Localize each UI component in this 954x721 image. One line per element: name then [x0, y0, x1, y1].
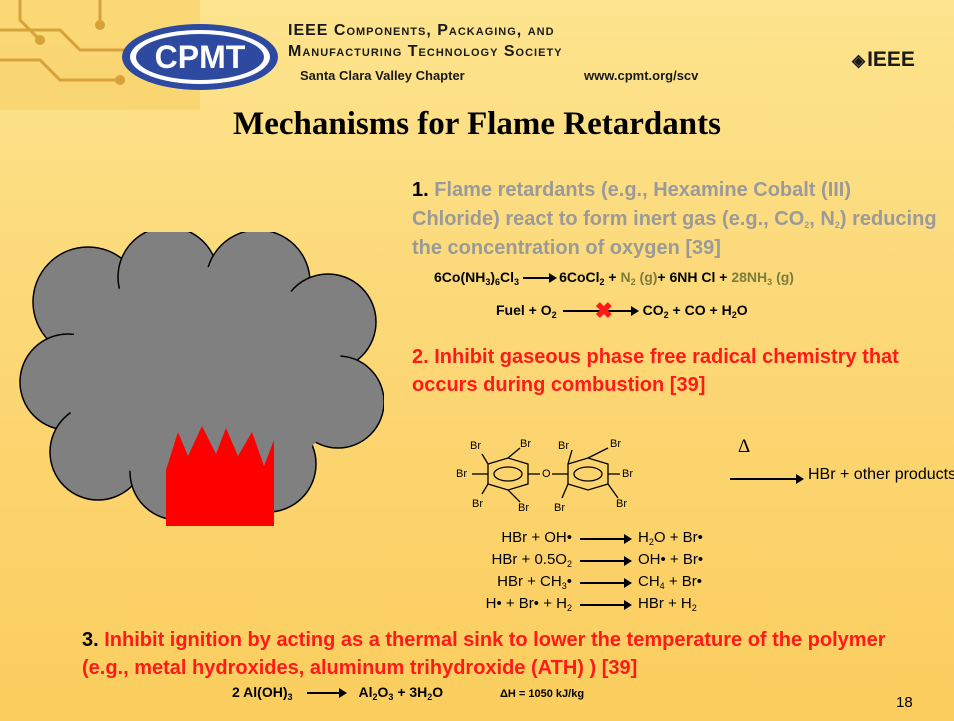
ieee-logo: ◈IEEE	[852, 48, 915, 71]
reaction-arrow-icon	[580, 578, 632, 588]
reaction-arrow-icon	[580, 556, 632, 566]
reaction-arrow-icon	[306, 688, 347, 699]
slide-title: Mechanisms for Flame Retardants	[233, 106, 721, 142]
ieee-diamond-icon: ◈	[852, 51, 866, 70]
mechanism-1-text: 1. Flame retardants (e.g., Hexamine Coba…	[412, 179, 937, 259]
org-name-line2: Manufacturing Technology Society	[288, 43, 563, 60]
blocked-reaction-arrow-icon: ✖	[562, 298, 639, 323]
reaction-row: HBr + OH• H2O + Br•	[501, 529, 703, 547]
reaction-row: HBr + CH3• CH4 + Br•	[497, 573, 703, 591]
page-number: 18	[896, 694, 913, 711]
reaction-arrow-icon	[580, 534, 632, 544]
reaction-row: H• + Br• + H2 HBr + H2	[485, 595, 697, 613]
mechanism-2-text: 2. Inhibit gaseous phase free radical ch…	[412, 346, 899, 396]
reaction-arrow-icon	[523, 273, 558, 284]
decabromodiphenyl-ether-structure: Br Br Br Br Br O Br Br Br Br Br	[448, 436, 728, 532]
svg-text:CPMT: CPMT	[155, 39, 246, 75]
reaction-arrow-icon	[580, 600, 632, 610]
reaction-row: HBr + 0.5O2 OH• + Br•	[491, 551, 704, 569]
benzene-rings-icon	[472, 447, 620, 503]
chapter-name: Santa Clara Valley Chapter	[300, 68, 465, 83]
enthalpy-value: ΔH = 1050 kJ/kg	[500, 688, 585, 700]
decomposition-arrow-icon	[730, 474, 804, 484]
mechanism-3-text: 3. Inhibit ignition by acting as a therm…	[82, 629, 886, 679]
heat-delta-symbol: Δ	[738, 436, 751, 457]
cross-icon: ✖	[594, 298, 614, 324]
chapter-url: www.cpmt.org/scv	[584, 68, 699, 83]
decomposition-products: HBr + other products	[808, 466, 954, 483]
header-banner: CPMT IEEE Components, Packaging, and Man…	[0, 0, 954, 110]
flame-icon	[166, 426, 274, 526]
smoke-cloud-flame-illustration	[19, 232, 384, 526]
combustion-equation: Fuel + O2✖CO2 + CO + H2O	[496, 298, 748, 324]
cpmt-logo-icon: CPMT	[122, 24, 278, 90]
org-name-line1: IEEE Components, Packaging, and	[288, 22, 555, 39]
